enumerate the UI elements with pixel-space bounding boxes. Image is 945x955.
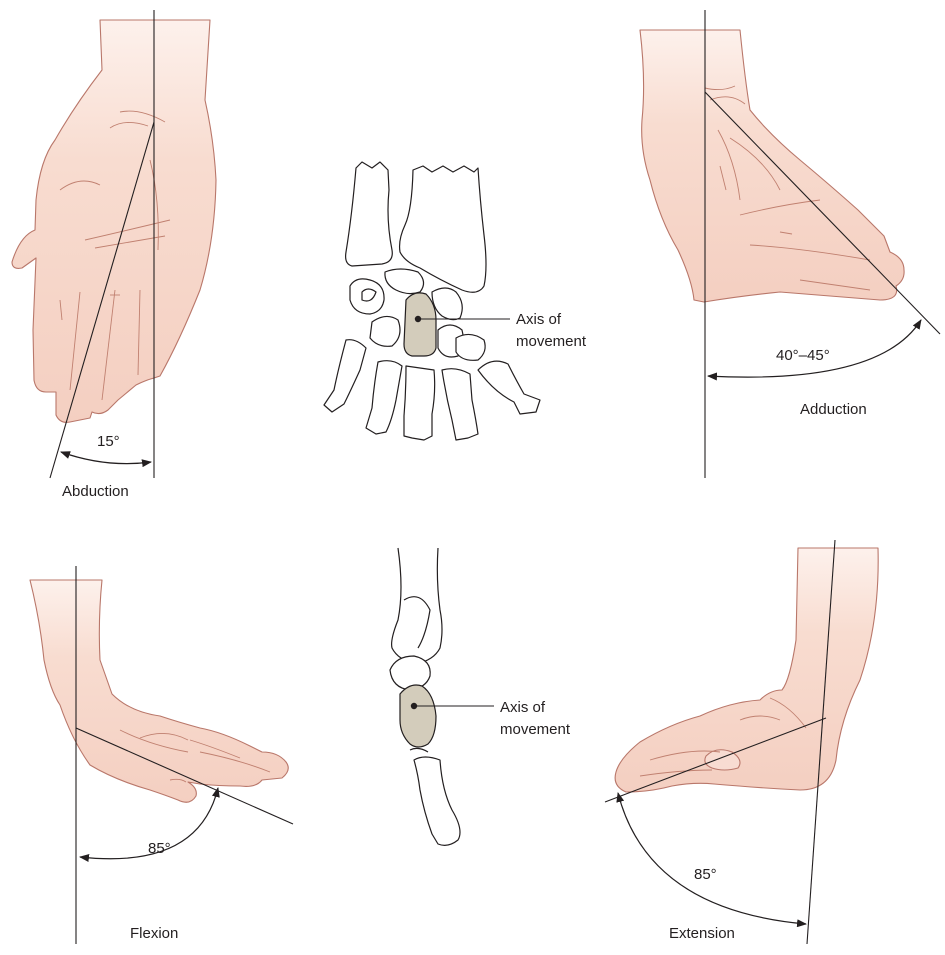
extension-hand-illustration (615, 548, 878, 792)
extension-motion-label: Extension (669, 925, 735, 942)
carpus-side-bones (390, 548, 460, 845)
adduction-hand-illustration (640, 30, 904, 302)
flexion-hand-illustration (30, 580, 288, 802)
abduction-hand-illustration (12, 20, 216, 422)
carpus-front-bones (324, 162, 540, 440)
ulna-bone (346, 162, 393, 266)
panel-extension: 85° Extension (605, 540, 878, 944)
extension-angle-label: 85° (694, 866, 717, 883)
adduction-angle-label: 40°–45° (776, 347, 830, 364)
flexion-angle-label: 85° (148, 840, 171, 857)
capitate-side-axis-bone (400, 685, 436, 747)
capitate-axis-bone (404, 293, 436, 356)
extension-angle-arc (618, 793, 806, 924)
adduction-motion-label: Adduction (800, 401, 867, 418)
abduction-angle-label: 15° (97, 433, 120, 450)
panel-flexion: 85° Flexion (30, 566, 293, 944)
panel-adduction: 40°–45° Adduction (640, 10, 940, 478)
axis-label-side-line1: Axis of (500, 699, 546, 716)
abduction-angle-arc (61, 452, 151, 464)
panel-carpus-front: Axis of movement (324, 162, 587, 440)
axis-label-side-line2: movement (500, 721, 571, 738)
panel-carpus-side: Axis of movement (390, 548, 571, 845)
abduction-motion-label: Abduction (62, 483, 129, 500)
axis-label-front-line1: Axis of (516, 311, 562, 328)
axis-label-front-line2: movement (516, 333, 587, 350)
panel-abduction: 15° Abduction (12, 10, 216, 500)
flexion-motion-label: Flexion (130, 925, 178, 942)
